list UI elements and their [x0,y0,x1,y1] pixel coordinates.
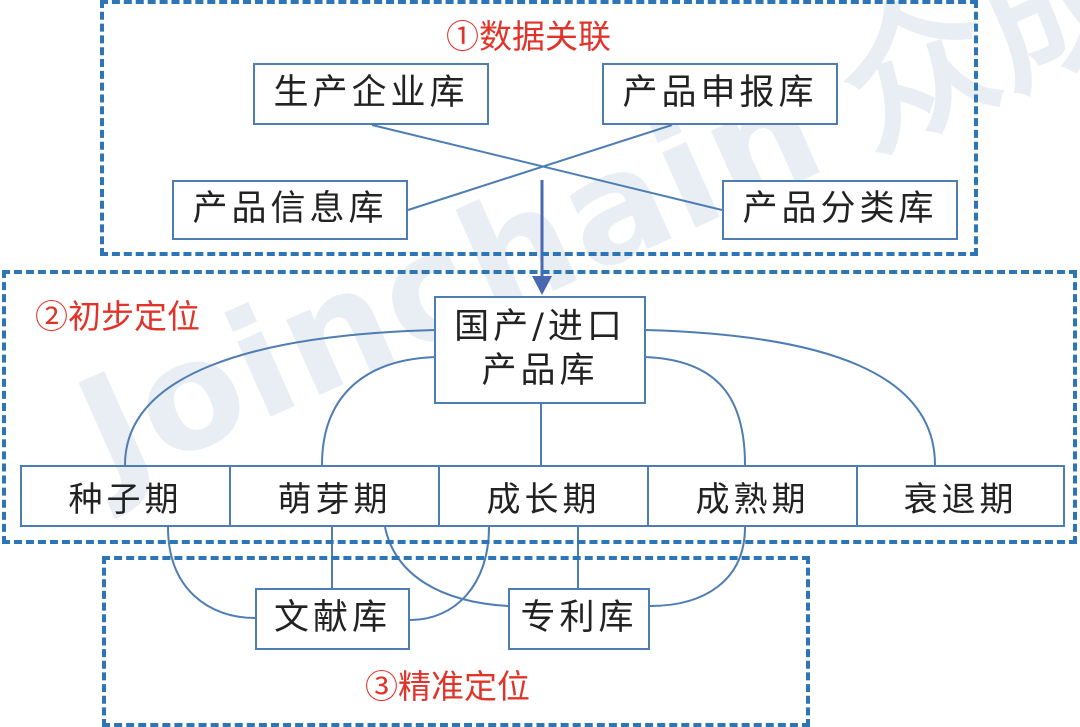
zone-precise-positioning [102,556,810,727]
link-registration [407,124,673,211]
arc-seed [124,329,436,466]
stage-sprout: 萌芽期 [229,465,440,527]
arc-growth-literature [409,526,490,621]
product-db-line1: 国产/进口 [454,307,626,348]
stage-growth: 成长期 [438,465,649,527]
info-db-box: 产品信息库 [172,180,408,240]
literature-db-box: 文献库 [255,588,410,650]
classification-db-box: 产品分类库 [722,180,958,240]
link-enterprise [371,124,723,211]
enterprise-db-box: 生产企业库 [253,63,489,125]
zone-title-initial: ②初步定位 [35,297,200,336]
registration-db-box: 产品申报库 [602,63,838,125]
product-db-line2: 产品库 [481,351,599,391]
zone-data-association [100,0,978,256]
zone-title-association: ①数据关联 [446,17,611,56]
product-db-box: 国产/进口 产品库 [434,296,646,404]
stage-decline: 衰退期 [856,465,1065,527]
stage-mature: 成熟期 [647,465,858,527]
zone-initial-positioning [2,270,1077,544]
arc-mature-patent [649,526,746,607]
stage-seed: 种子期 [20,465,231,527]
arc-mature [644,356,746,466]
arc-seed-literature [167,526,256,619]
patent-db-box: 专利库 [508,588,650,650]
arc-sprout [321,356,436,466]
arrow-head [532,276,552,295]
arc-decline [644,329,936,466]
zone-title-precise: ③精准定位 [365,667,530,706]
